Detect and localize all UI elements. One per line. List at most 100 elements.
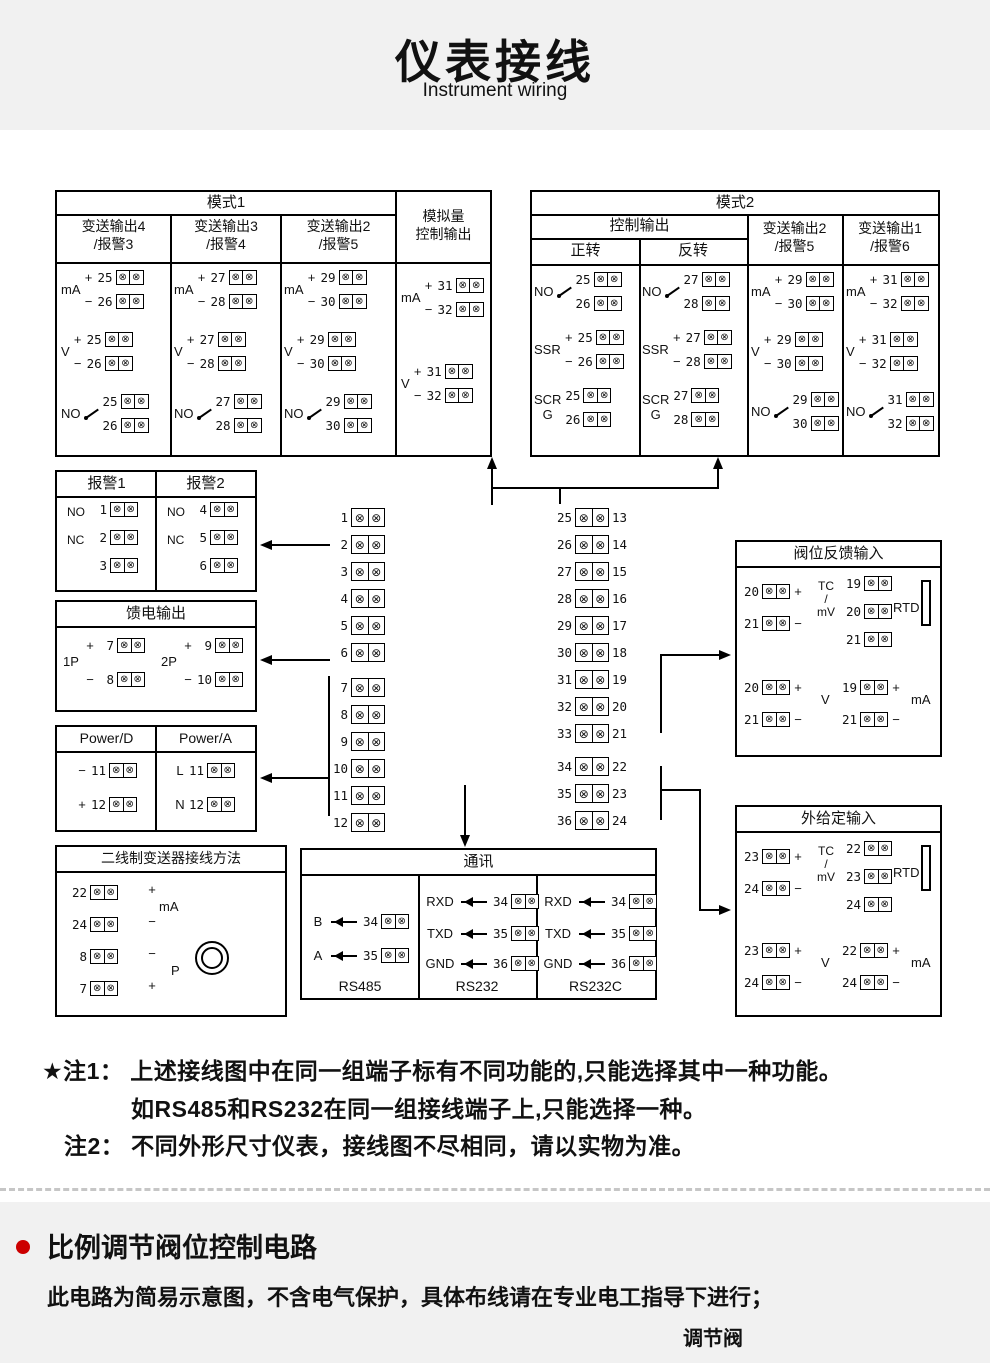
terminal-icon: [104, 332, 133, 347]
terminal-number: 24: [743, 975, 759, 990]
terminal-number: 19: [845, 576, 861, 591]
terminal-row: 29: [792, 392, 839, 407]
terminal-row: 19+: [841, 680, 901, 695]
terminal-icon: [810, 392, 839, 407]
terminal-number: 21: [841, 712, 857, 727]
terminal-row: 8: [332, 705, 385, 724]
terminal-icon: [351, 678, 385, 697]
terminal-row: 10: [332, 759, 385, 778]
terminal-row: 6: [332, 643, 385, 662]
terminal-icon: [104, 356, 133, 371]
terminal-row: −28: [672, 354, 732, 369]
terminal-row: 8: [71, 949, 118, 964]
tc-mv-label: TC/mV: [817, 844, 835, 885]
signal-row-v: V +27 −28: [174, 332, 246, 371]
terminal-icon: [805, 296, 834, 311]
terminal-number: 31: [882, 272, 898, 287]
terminal-number: 21: [845, 632, 861, 647]
terminal-icon: [217, 332, 246, 347]
terminal-row: 4: [332, 589, 385, 608]
terminal-icon: [444, 364, 473, 379]
signal-label: V: [61, 344, 70, 359]
no-contact-icon: [556, 284, 572, 300]
terminal-number: 32: [437, 302, 453, 317]
terminal-row: +31: [858, 332, 918, 347]
signal-row-ma: mA +31 −32: [401, 278, 484, 317]
terminal-number: 26: [86, 356, 102, 371]
terminal-row: 5: [332, 616, 385, 635]
terminal-icon: [343, 418, 372, 433]
terminal-row: 3: [91, 558, 138, 573]
terminal-row: −8: [85, 672, 145, 687]
terminal-number: 9: [340, 734, 348, 749]
terminal-row: 26: [564, 412, 612, 427]
terminal-icon: [593, 296, 622, 311]
signal-label: TXD: [427, 926, 453, 941]
terminal-row: 24: [845, 897, 892, 912]
terminal-row: −32: [869, 296, 929, 311]
transmitter-icon: [195, 941, 229, 975]
terminal-row: −30: [307, 294, 367, 309]
terminal-row: +29: [307, 270, 367, 285]
terminal-number: 34: [556, 759, 572, 774]
mode1-col4-header: 模拟量 控制输出: [415, 208, 472, 242]
terminal-icon: [217, 356, 246, 371]
terminal-row: 9: [332, 732, 385, 751]
terminal-row: −28: [197, 294, 257, 309]
polarity-sign: +: [794, 584, 802, 599]
polarity-sign: +: [424, 278, 433, 293]
terminal-number: 28: [199, 356, 215, 371]
terminal-row: 22+: [841, 943, 901, 958]
terminal-row: −30: [774, 296, 834, 311]
terminal-icon: [233, 394, 262, 409]
terminal-icon: [575, 562, 609, 581]
terminal-number: 33: [556, 726, 572, 741]
terminal-row: −26: [564, 354, 624, 369]
slash-label: /: [824, 592, 828, 607]
terminal-number: 22: [71, 885, 87, 900]
terminal-icon: [90, 949, 118, 964]
alarm-box: 报警1 报警2 NO 1 NC 2 3 NO 4 NC 5 6: [55, 470, 257, 592]
terminal-icon: [327, 356, 356, 371]
terminal-number: 30: [776, 356, 792, 371]
terminal-number: 31: [437, 278, 453, 293]
terminal-row: +25: [564, 330, 624, 345]
terminal-icon: [228, 270, 257, 285]
terminal-row: 25: [564, 388, 612, 403]
polarity-sign: −: [186, 356, 195, 371]
terminal-number: 22: [612, 759, 628, 774]
contact-label: NO: [167, 505, 185, 519]
terminal-stack: 29 30: [325, 394, 372, 433]
forward-header: 正转: [570, 242, 601, 259]
tc-label: TC: [818, 579, 834, 593]
divider: [170, 214, 172, 455]
terminal-icon: [762, 712, 790, 727]
signal-row-ma: mA +29 −30: [751, 272, 834, 311]
signal-row-ssr: SSR +27 −28: [642, 330, 732, 369]
divider: [280, 214, 282, 455]
terminal-icon: [444, 388, 473, 403]
signal-row-ssr: SSR +25 −26: [534, 330, 624, 369]
left-arrow-icon: [461, 896, 487, 907]
polarity-sign: +: [307, 270, 316, 285]
terminal-row: 2614: [556, 535, 628, 554]
terminal-stack: +25 −26: [73, 332, 133, 371]
section-heading: 比例调节阀位控制电路: [47, 1233, 317, 1263]
terminal-icon: [864, 869, 892, 884]
polarity-sign: −: [892, 975, 900, 990]
signal-label: mA: [174, 282, 194, 297]
divider: [418, 874, 420, 998]
terminal-icon: [381, 914, 409, 929]
signal-row-v: V +29 −30: [284, 332, 356, 371]
terminal-number: 28: [210, 294, 226, 309]
left-arrow-icon: [579, 896, 605, 907]
terminal-icon: [115, 270, 144, 285]
terminal-number: 3: [99, 558, 107, 573]
signal-label: NO: [534, 284, 554, 299]
terminal-stack: 29 30: [792, 392, 839, 431]
divider: [155, 727, 157, 830]
terminal-number: 28: [556, 591, 572, 606]
